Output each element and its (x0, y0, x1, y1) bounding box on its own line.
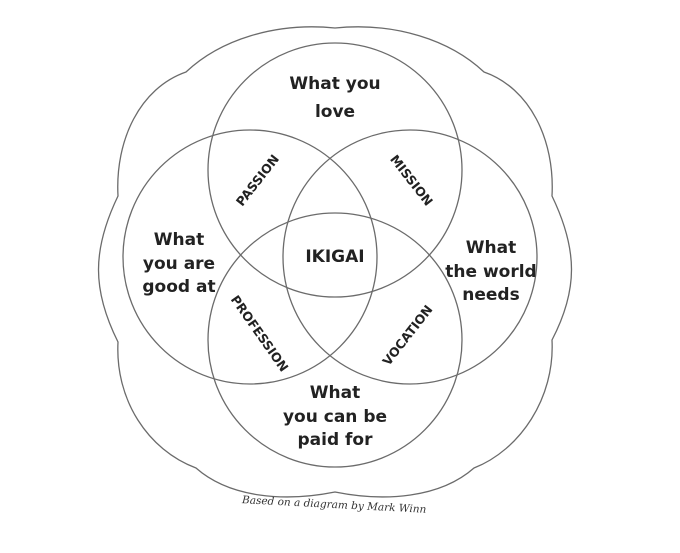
ikigai-center-label: IKIGAI (305, 247, 364, 267)
vocation-label: VOCATION (379, 302, 435, 368)
circle-right (282, 129, 538, 385)
left-circle-label-line-3: good at (142, 277, 215, 297)
passion-label: PASSION (233, 152, 282, 209)
right-circle-label-line-1: What (466, 238, 516, 258)
circle-top (207, 42, 463, 298)
right-circle-label-line-3: needs (462, 285, 519, 305)
bottom-circle-label-line-1: What (310, 383, 360, 403)
circle-left (122, 129, 378, 385)
bottom-circle-label-line-2: you can be (283, 407, 387, 427)
left-circle-label-line-2: you are (143, 254, 215, 274)
left-circle-label-line-1: What (154, 230, 204, 250)
bottom-circle-label-line-3: paid for (297, 430, 373, 450)
outer-flower-outline (97, 26, 573, 498)
top-circle-label-line-2: love (315, 102, 355, 122)
right-circle-label-line-2: the world (445, 262, 536, 282)
mission-label: MISSION (387, 152, 436, 209)
credit-text: Based on a diagram by Mark Winn (241, 494, 427, 516)
top-circle-label-line-1: What you (289, 74, 380, 94)
profession-label: PROFESSION (228, 292, 292, 374)
circle-bottom (207, 212, 463, 468)
